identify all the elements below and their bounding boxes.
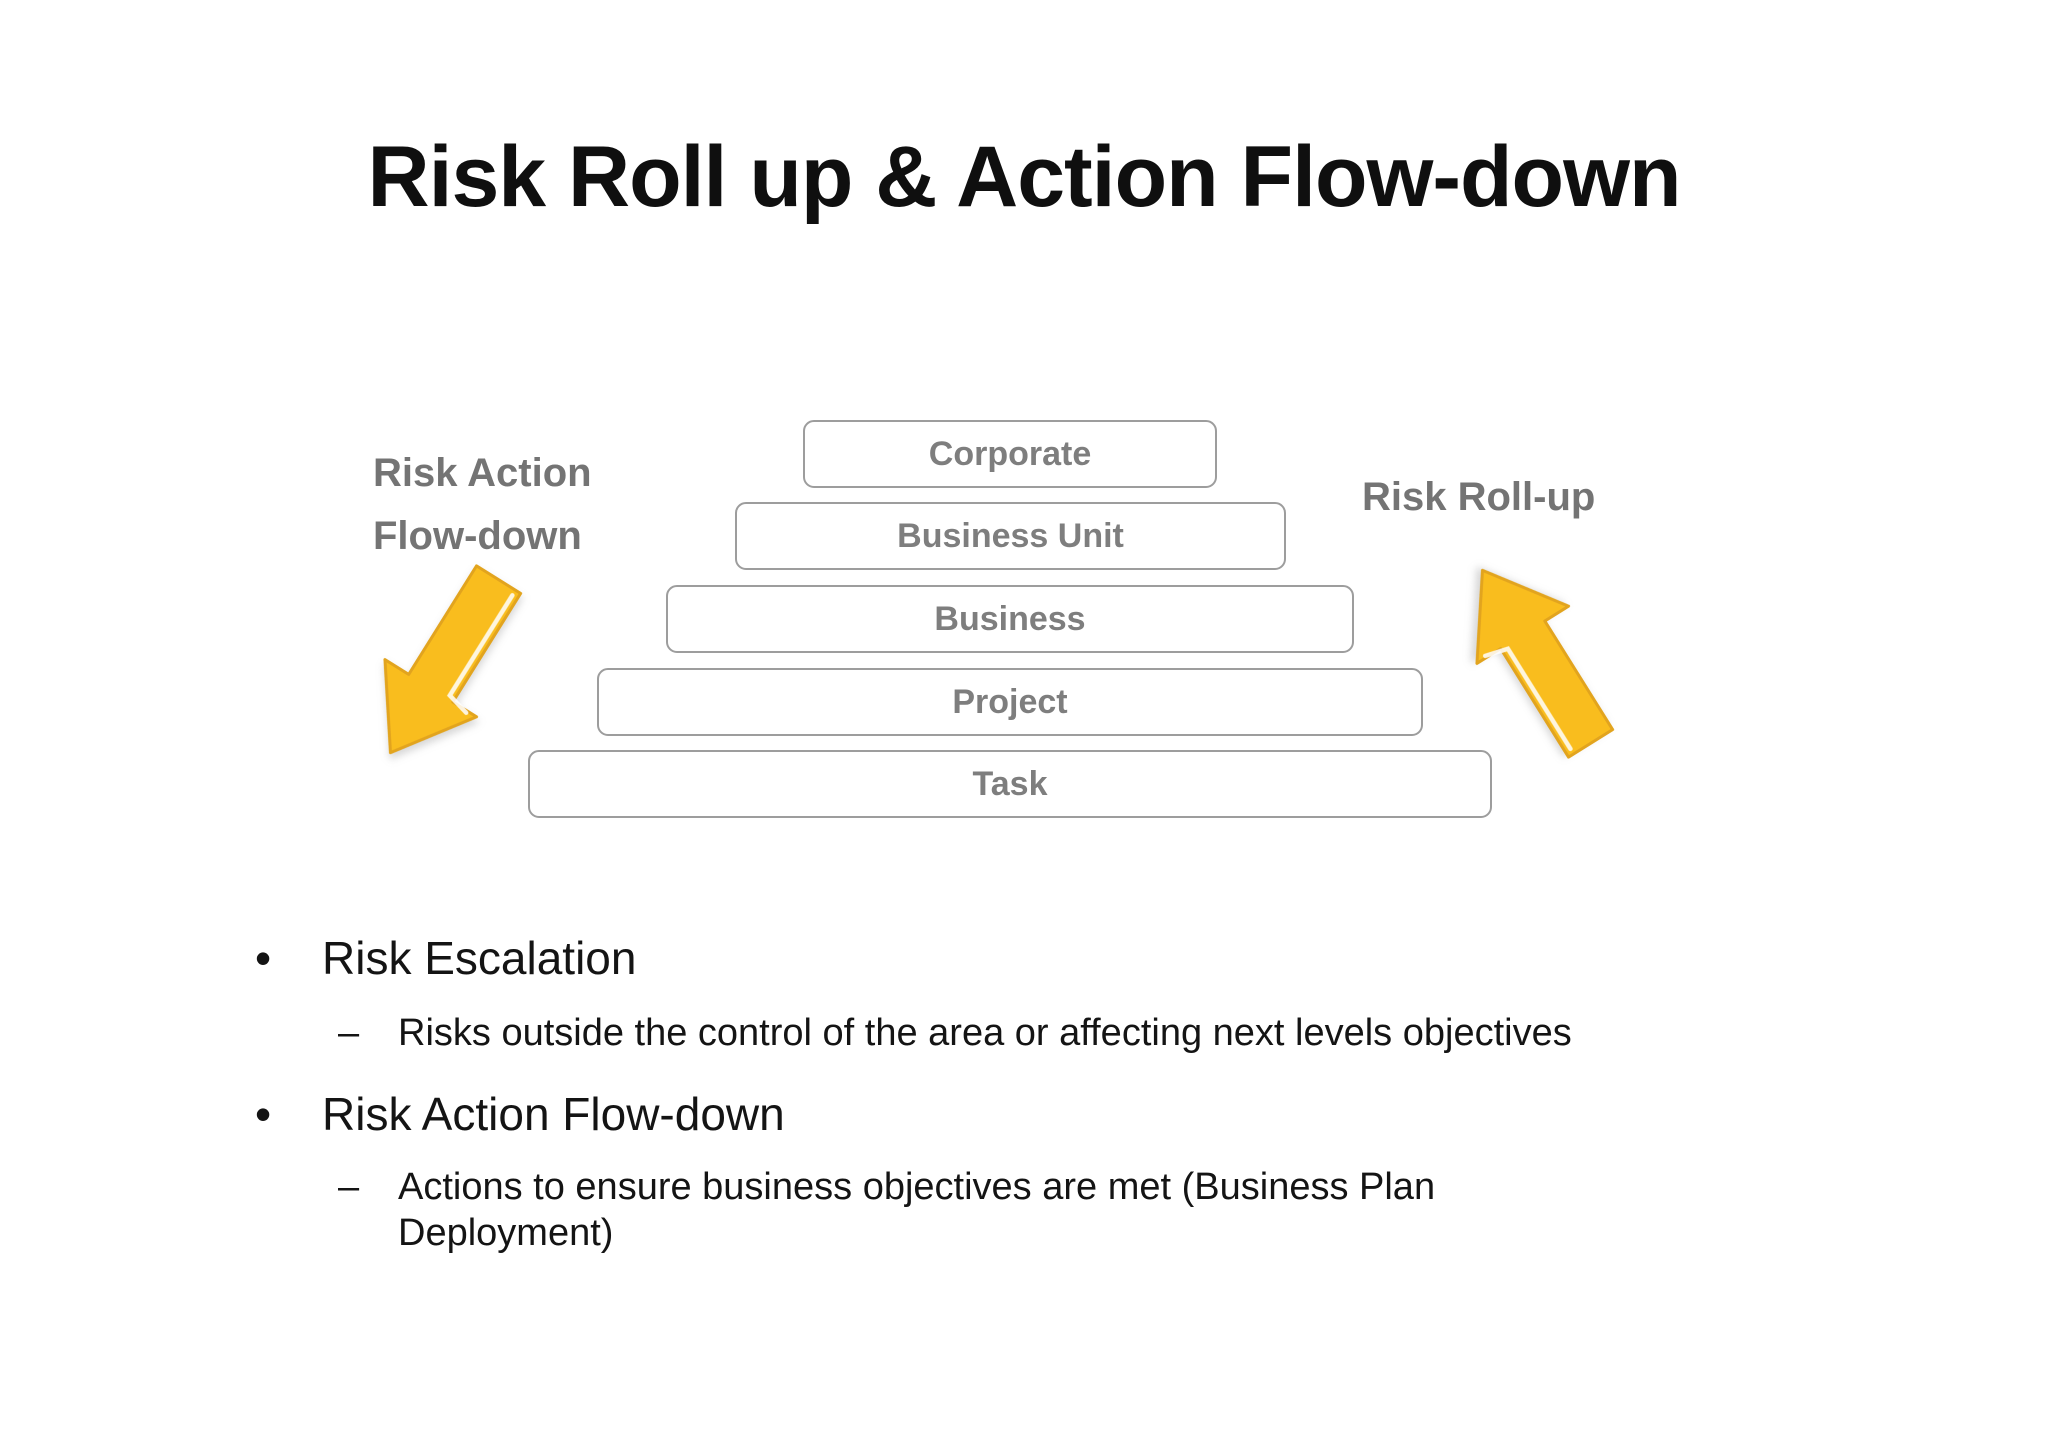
bullet-item-risk-action-flow-down: • Risk Action Flow-down: [255, 1086, 785, 1142]
pyramid-level-label: Task: [972, 764, 1048, 803]
risk-action-flow-down-label-line1: Risk Action: [373, 451, 592, 495]
pyramid-level-corporate: Corporate: [803, 420, 1217, 488]
sub-bullet-risk-action-flow-down-1: – Actions to ensure business objectives …: [338, 1164, 1435, 1256]
sub-bullet-line: Risks outside the control of the area or…: [398, 1012, 1572, 1054]
sub-bullet-text: Actions to ensure business objectives ar…: [398, 1164, 1435, 1256]
bullet-label: Risk Escalation: [322, 932, 637, 984]
sub-bullet-line: Actions to ensure business objectives ar…: [398, 1166, 1436, 1208]
risk-roll-up-label: Risk Roll-up: [1362, 475, 1596, 519]
pyramid-level-label: Business: [934, 599, 1086, 638]
sub-bullet-line: Deployment): [398, 1212, 614, 1254]
pyramid-level-business: Business: [666, 585, 1354, 653]
roll-up-arrow-icon: [1429, 535, 1642, 777]
pyramid-level-project: Project: [597, 668, 1423, 736]
dash-marker: –: [338, 1012, 360, 1054]
risk-action-flow-down-label: Risk Action Flow-down: [373, 442, 592, 568]
bullet-marker: •: [255, 1088, 272, 1140]
bullet-item-risk-escalation: • Risk Escalation: [255, 930, 636, 986]
pyramid-level-label: Business Unit: [897, 516, 1124, 555]
pyramid-level-label: Project: [952, 682, 1068, 721]
dash-marker: –: [338, 1166, 360, 1208]
flow-down-arrow-icon: [337, 546, 550, 788]
bullet-label: Risk Action Flow-down: [322, 1088, 785, 1140]
sub-bullet-risk-escalation-1: – Risks outside the control of the area …: [338, 1010, 1572, 1056]
page-title: Risk Roll up & Action Flow-down: [367, 129, 1681, 225]
bullet-marker: •: [255, 932, 272, 984]
sub-bullet-text: Risks outside the control of the area or…: [398, 1010, 1572, 1056]
pyramid-level-label: Corporate: [928, 434, 1092, 473]
pyramid-level-business-unit: Business Unit: [735, 502, 1286, 570]
pyramid-level-task: Task: [528, 750, 1492, 818]
risk-action-flow-down-label-line2: Flow-down: [373, 514, 582, 558]
